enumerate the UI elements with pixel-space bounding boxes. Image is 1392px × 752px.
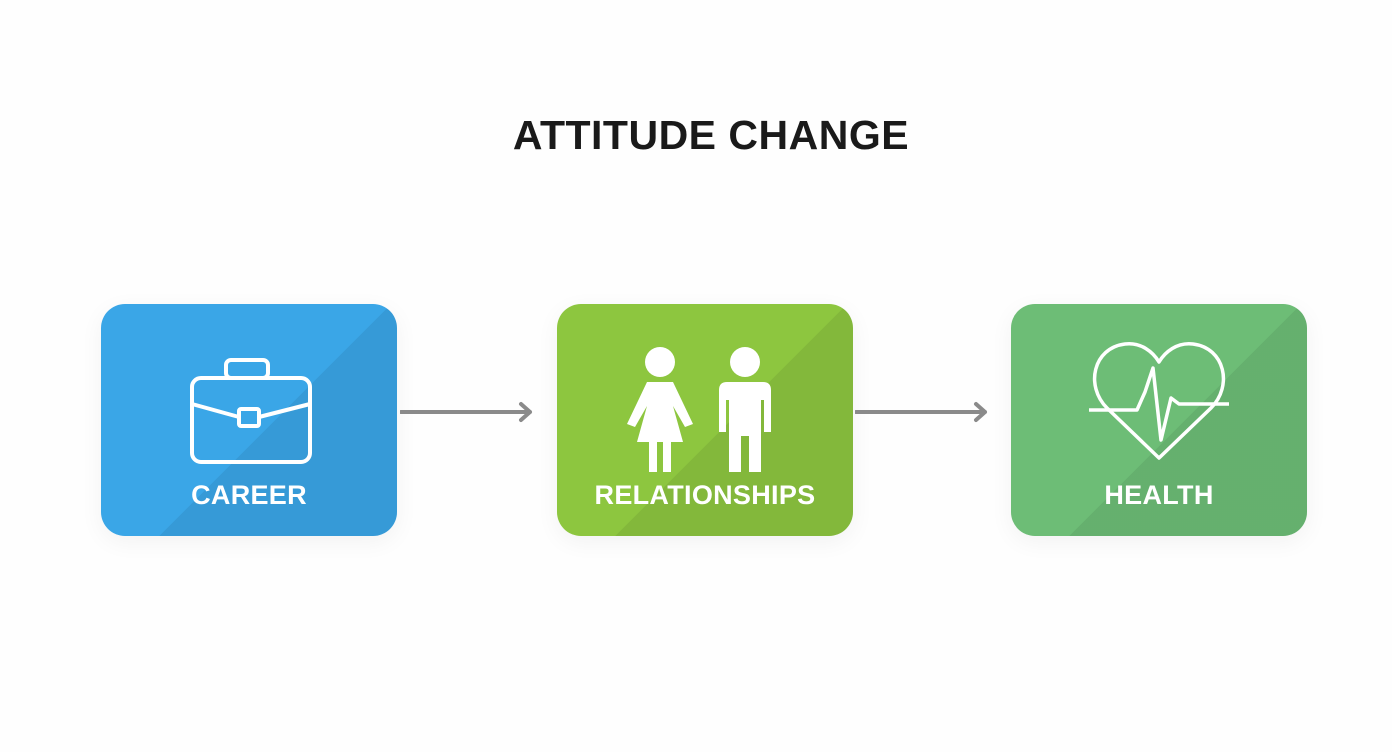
relationships-label: RELATIONSHIPS (594, 480, 816, 510)
card-shadow (101, 304, 397, 536)
briefcase-icon (190, 358, 312, 464)
diagram-title: ATTITUDE CHANGE (512, 112, 910, 158)
health-label: HEALTH (1104, 480, 1214, 510)
career-label: CAREER (191, 480, 307, 510)
health-card: HEALTH (1011, 304, 1307, 536)
relationships-card: RELATIONSHIPS (557, 304, 853, 536)
career-card: CAREER (101, 304, 397, 536)
arrow-right-icon (400, 402, 532, 422)
heart-pulse-icon (1089, 342, 1229, 460)
people-icon (627, 347, 771, 472)
card-shadow (557, 304, 853, 536)
arrow-right-icon (855, 402, 987, 422)
